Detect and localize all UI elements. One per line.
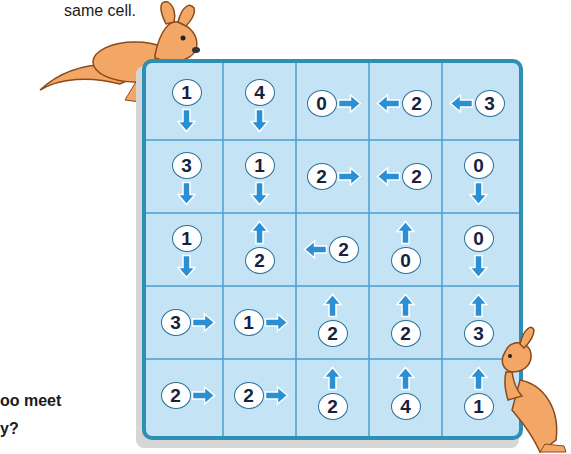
number-circle: 4 [245,79,275,106]
direction-arrow [251,183,268,205]
number-circle: 0 [307,90,337,117]
question-text: y? [0,420,19,438]
direction-arrow [193,314,215,331]
number-circle: 2 [307,163,337,190]
number-circle: 4 [391,393,421,420]
number-circle: 2 [234,382,264,409]
cell-number: 2 [243,386,254,405]
number-circle: 1 [464,393,494,420]
direction-arrow [378,168,400,185]
cell-number: 3 [170,313,181,332]
direction-arrow [451,95,473,112]
number-circle: 2 [318,393,348,420]
number-circle: 2 [329,236,359,263]
direction-arrow [266,314,288,331]
number-circle: 1 [172,225,202,252]
number-circle: 2 [402,90,432,117]
number-circle: 2 [318,320,348,347]
cell-number: 2 [170,386,181,405]
direction-arrow [324,368,341,390]
direction-arrow [251,110,268,132]
number-circle: 3 [475,90,505,117]
direction-arrow [324,295,341,317]
cell-number: 2 [316,167,327,186]
number-circle: 0 [464,152,494,179]
number-circle: 2 [391,320,421,347]
cell-number: 2 [411,167,422,186]
board [144,61,521,438]
cell-number: 2 [327,397,338,416]
direction-arrow [178,256,195,278]
number-circle: 1 [234,309,264,336]
cell-number: 3 [181,156,192,175]
direction-arrow [178,110,195,132]
direction-arrow [178,183,195,205]
cell-number: 1 [254,156,265,175]
question-text: same cell. [64,2,136,20]
direction-arrow [470,183,487,205]
cell-number: 2 [411,94,422,113]
grid-lines [146,63,519,436]
cell-number: 1 [181,83,192,102]
cell-number: 0 [473,229,484,248]
cell-number: 4 [254,83,265,102]
direction-arrow [339,95,361,112]
direction-arrow [305,241,327,258]
question-text: oo meet [0,392,61,410]
direction-arrow [470,368,487,390]
direction-arrow [397,295,414,317]
direction-arrow [193,387,215,404]
cell-number: 0 [473,156,484,175]
number-circle: 1 [172,79,202,106]
cell-number: 1 [181,229,192,248]
number-circle: 0 [391,247,421,274]
cell-number: 2 [338,240,349,259]
direction-arrow [378,95,400,112]
kangaroo-figure [502,327,566,452]
direction-arrow [251,222,268,244]
cell-number: 3 [484,94,495,113]
number-circle: 3 [172,152,202,179]
cell-number: 1 [473,397,484,416]
number-circle: 2 [402,163,432,190]
cell-number: 2 [254,251,265,270]
number-circle: 0 [464,225,494,252]
cell-number: 3 [473,324,484,343]
cell-number: 4 [400,397,411,416]
cell-number: 2 [400,324,411,343]
number-circle: 1 [245,152,275,179]
direction-arrow [266,387,288,404]
direction-arrow [339,168,361,185]
number-circle: 2 [161,382,191,409]
cell-number: 2 [327,324,338,343]
cell-number: 0 [400,251,411,270]
direction-arrow [470,256,487,278]
direction-arrow [397,368,414,390]
direction-arrow [470,295,487,317]
cell-number: 0 [316,94,327,113]
cell-number: 1 [243,313,254,332]
direction-arrow [397,222,414,244]
number-circle: 2 [245,247,275,274]
number-circle: 3 [161,309,191,336]
number-circle: 3 [464,320,494,347]
